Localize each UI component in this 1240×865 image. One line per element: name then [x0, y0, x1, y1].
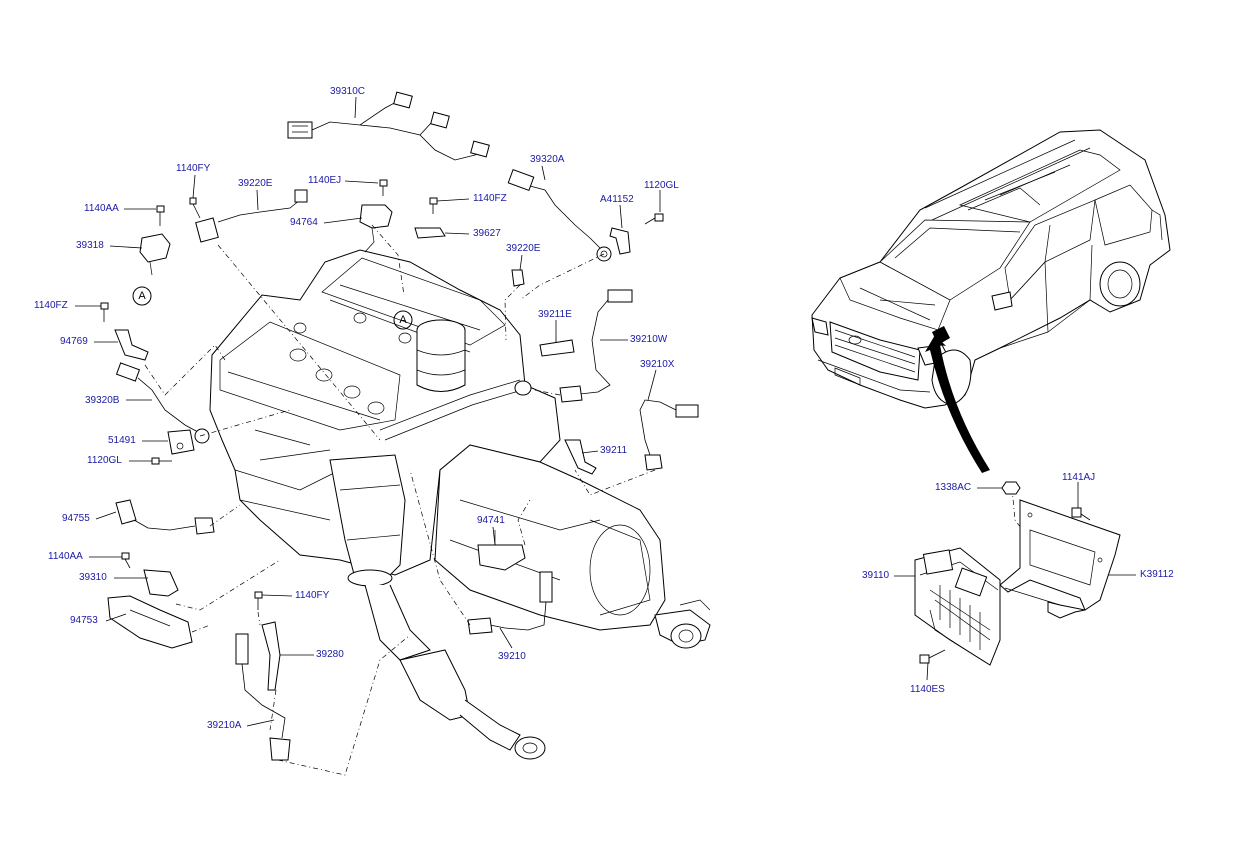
label-a41152[interactable]: A41152	[600, 194, 634, 205]
label-39280[interactable]: 39280	[316, 649, 344, 660]
label-39210a[interactable]: 39210A	[207, 720, 242, 731]
bolt-1140fy-lower	[254, 591, 263, 610]
label-1140aa-top[interactable]: 1140AA	[84, 203, 119, 214]
bolt-1120gl-top	[644, 213, 664, 225]
bracket-94769	[114, 329, 149, 361]
bracket-a41152	[609, 227, 631, 255]
label-94764[interactable]: 94764	[290, 217, 318, 228]
bolt-1141aj	[1071, 507, 1091, 521]
sensor-39310	[143, 569, 179, 597]
sensor-39318	[132, 233, 171, 306]
ecu-bracket-k39112	[999, 499, 1121, 619]
label-39320a[interactable]: 39320A	[530, 154, 565, 165]
label-1140ej[interactable]: 1140EJ	[308, 175, 342, 186]
label-39320b[interactable]: 39320B	[85, 395, 120, 406]
transmission	[434, 444, 711, 649]
label-1140fy-lower[interactable]: 1140FY	[295, 590, 330, 601]
label-1140fz-left[interactable]: 1140FZ	[34, 300, 68, 311]
label-1120gl-top[interactable]: 1120GL	[644, 180, 679, 191]
location-arrow	[925, 335, 990, 473]
cover-94753	[107, 595, 193, 649]
label-39310c[interactable]: 39310C	[330, 86, 366, 97]
sensor-39320b	[115, 362, 210, 444]
label-39220e-lower[interactable]: 39220E	[506, 243, 541, 254]
label-94753[interactable]: 94753	[70, 615, 98, 626]
nut-1338ac	[1001, 481, 1021, 495]
wiring-harness-39310c	[287, 91, 490, 161]
callout-marker-a-left: A	[138, 290, 146, 302]
bracket-39211e	[539, 339, 575, 357]
label-1140aa-lower[interactable]: 1140AA	[48, 551, 83, 562]
label-39110[interactable]: 39110	[862, 570, 890, 581]
label-1140es[interactable]: 1140ES	[910, 684, 945, 695]
sensor-39210	[467, 571, 553, 635]
bracket-39627	[414, 227, 446, 239]
bracket-51491	[167, 429, 195, 455]
label-39627[interactable]: 39627	[473, 228, 501, 239]
bolt-1140ej	[379, 179, 388, 196]
bolt-1140fy-top	[189, 197, 201, 219]
bolt-1120gl-left	[151, 457, 172, 465]
callout-marker-a-engine: A	[399, 314, 407, 326]
bracket-39280	[261, 621, 281, 691]
bolt-1140fz-top	[429, 197, 438, 214]
label-1140fz-top[interactable]: 1140FZ	[473, 193, 507, 204]
label-39211[interactable]: 39211	[600, 445, 628, 456]
sensor-39210w	[559, 289, 633, 403]
label-1140fy-top[interactable]: 1140FY	[176, 163, 211, 174]
exhaust-system	[329, 454, 546, 760]
bolt-1140fz-left	[100, 302, 109, 322]
vehicle-illustration	[811, 129, 1171, 409]
label-39210w[interactable]: 39210W	[630, 334, 668, 345]
sensor-39220e-top	[195, 189, 308, 243]
label-1141aj[interactable]: 1141AJ	[1062, 472, 1096, 483]
bolt-1140aa-lower	[121, 552, 131, 569]
label-39210[interactable]: 39210	[498, 651, 526, 662]
label-1338ac[interactable]: 1338AC	[935, 482, 972, 493]
leader-lines	[75, 96, 1136, 727]
sensor-39210x	[639, 399, 699, 471]
sensor-94764	[359, 204, 393, 253]
sensor-39220e-lower	[511, 269, 525, 287]
label-39210x[interactable]: 39210X	[640, 359, 675, 370]
label-94769[interactable]: 94769	[60, 336, 88, 347]
sensor-94755	[115, 499, 215, 535]
bolt-1140aa-top	[156, 205, 165, 226]
label-94755[interactable]: 94755	[62, 513, 90, 524]
connection-lines	[144, 224, 1031, 776]
label-51491[interactable]: 51491	[108, 435, 136, 446]
label-39318[interactable]: 39318	[76, 240, 104, 251]
label-1120gl-left[interactable]: 1120GL	[87, 455, 122, 466]
label-39310[interactable]: 39310	[79, 572, 107, 583]
ecu-39110	[914, 547, 1001, 666]
label-39220e-top[interactable]: 39220E	[238, 178, 273, 189]
bolt-1140es	[919, 649, 946, 664]
bracket-39211	[564, 439, 597, 475]
label-39211e[interactable]: 39211E	[538, 309, 572, 320]
sensor-39210a	[235, 633, 291, 761]
oil-filter	[416, 319, 466, 392]
intake-pipes	[379, 379, 532, 441]
label-94741[interactable]: 94741	[477, 515, 505, 526]
label-k39112[interactable]: K39112	[1140, 569, 1174, 580]
